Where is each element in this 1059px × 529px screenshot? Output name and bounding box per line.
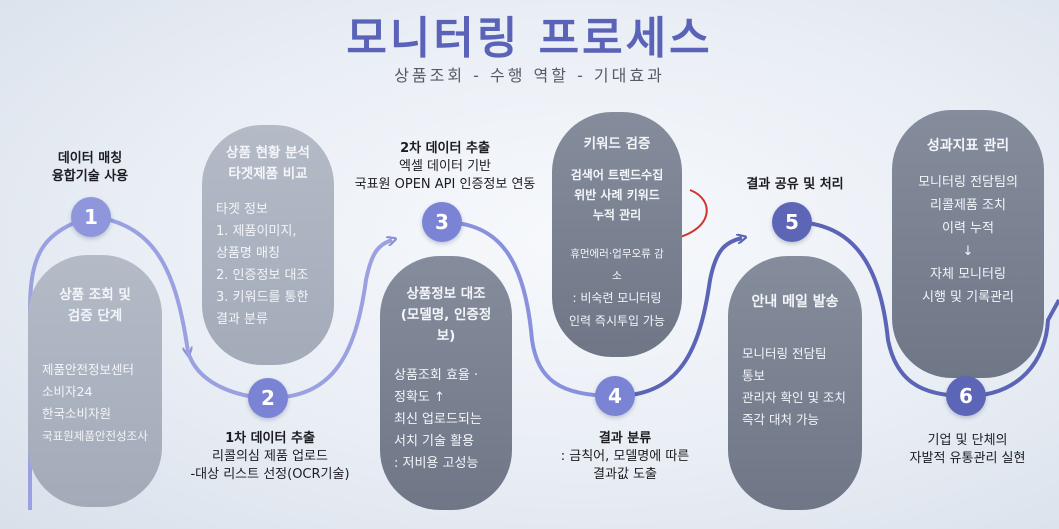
step-6-circle: 6 xyxy=(946,376,986,416)
step-4-card-subtitle: 검색어 트렌드수집 위반 사례 키워드 누적 관리 xyxy=(570,168,664,222)
step-5-label: 결과 공유 및 처리 xyxy=(746,177,844,192)
step-4-card: 키워드 검증 검색어 트렌드수집 위반 사례 키워드 누적 관리 휴먼에러·업무… xyxy=(552,112,682,357)
step-4-label: 결과 분류 : 금칙어, 모델명에 따른 결과값 도출 xyxy=(560,431,690,482)
step-3-label: 2차 데이터 추출 엑셀 데이터 기반 국표원 OPEN API 인증정보 연동 xyxy=(354,141,536,192)
step-3-card: 상품정보 대조(모델명, 인증정보) 상품조회 효율 · 정확도 ↑ 최신 업로… xyxy=(380,256,512,510)
step-1-circle: 1 xyxy=(71,197,111,237)
step-2-card-body: 타겟 정보 1. 제품이미지, 상품명 매칭 2. 인증정보 대조 3. 키워드… xyxy=(216,202,309,327)
flow-segment-4-5 xyxy=(614,238,742,398)
step-3-card-body: 상품조회 효율 · 정확도 ↑ 최신 업로드되는 서치 기술 활용 : 저비용 … xyxy=(394,368,482,471)
step-6-label: 기업 및 단체의 자발적 유통관리 실현 xyxy=(909,433,1026,466)
step-3-circle: 3 xyxy=(422,202,462,242)
step-3-card-title: 상품정보 대조(모델명, 인증정보) xyxy=(400,286,492,344)
step-6-card-title: 성과지표 관리 xyxy=(926,138,1010,154)
step-2-label: 1차 데이터 추출 리콜의심 제품 업로드 -대상 리스트 선정(OCR기술) xyxy=(190,431,350,482)
step-4-circle: 4 xyxy=(595,376,635,416)
step-5-card-title: 안내 메일 발송 xyxy=(751,294,839,310)
step-1-card-body: 제품안전정보센터 소비자24 한국소비자원 국표원제품안전성조사 xyxy=(42,362,148,443)
step-4-card-body: 휴먼에러·업무오류 감소 : 비숙련 모니터링 인력 즉시투입 가능 xyxy=(569,248,665,328)
flow-segment-5-6 xyxy=(791,220,967,398)
flow-segment-2-3 xyxy=(186,240,392,401)
step-2-circle: 2 xyxy=(248,378,288,418)
step-4-card-title: 키워드 검증 xyxy=(583,136,651,152)
step-5-card: 안내 메일 발송 모니터링 전담팀 통보 관리자 확인 및 조치 즉각 대처 가… xyxy=(728,256,862,510)
flow-segment-3-4 xyxy=(441,220,615,396)
page-subtitle: 상품조회 - 수행 역할 - 기대효과 xyxy=(394,66,665,85)
step-5-circle: 5 xyxy=(772,202,812,242)
step-6-card-body: 모니터링 전담팀의 리콜제품 조치 이력 누적 ↓ 자체 모니터링 시행 및 기… xyxy=(918,175,1018,305)
step-6-card: 성과지표 관리 모니터링 전담팀의 리콜제품 조치 이력 누적 ↓ 자체 모니터… xyxy=(892,110,1044,378)
page-title: 모니터링 프로세스 xyxy=(346,13,713,64)
step-5-card-body: 모니터링 전담팀 통보 관리자 확인 및 조치 즉각 대처 가능 xyxy=(742,346,846,427)
